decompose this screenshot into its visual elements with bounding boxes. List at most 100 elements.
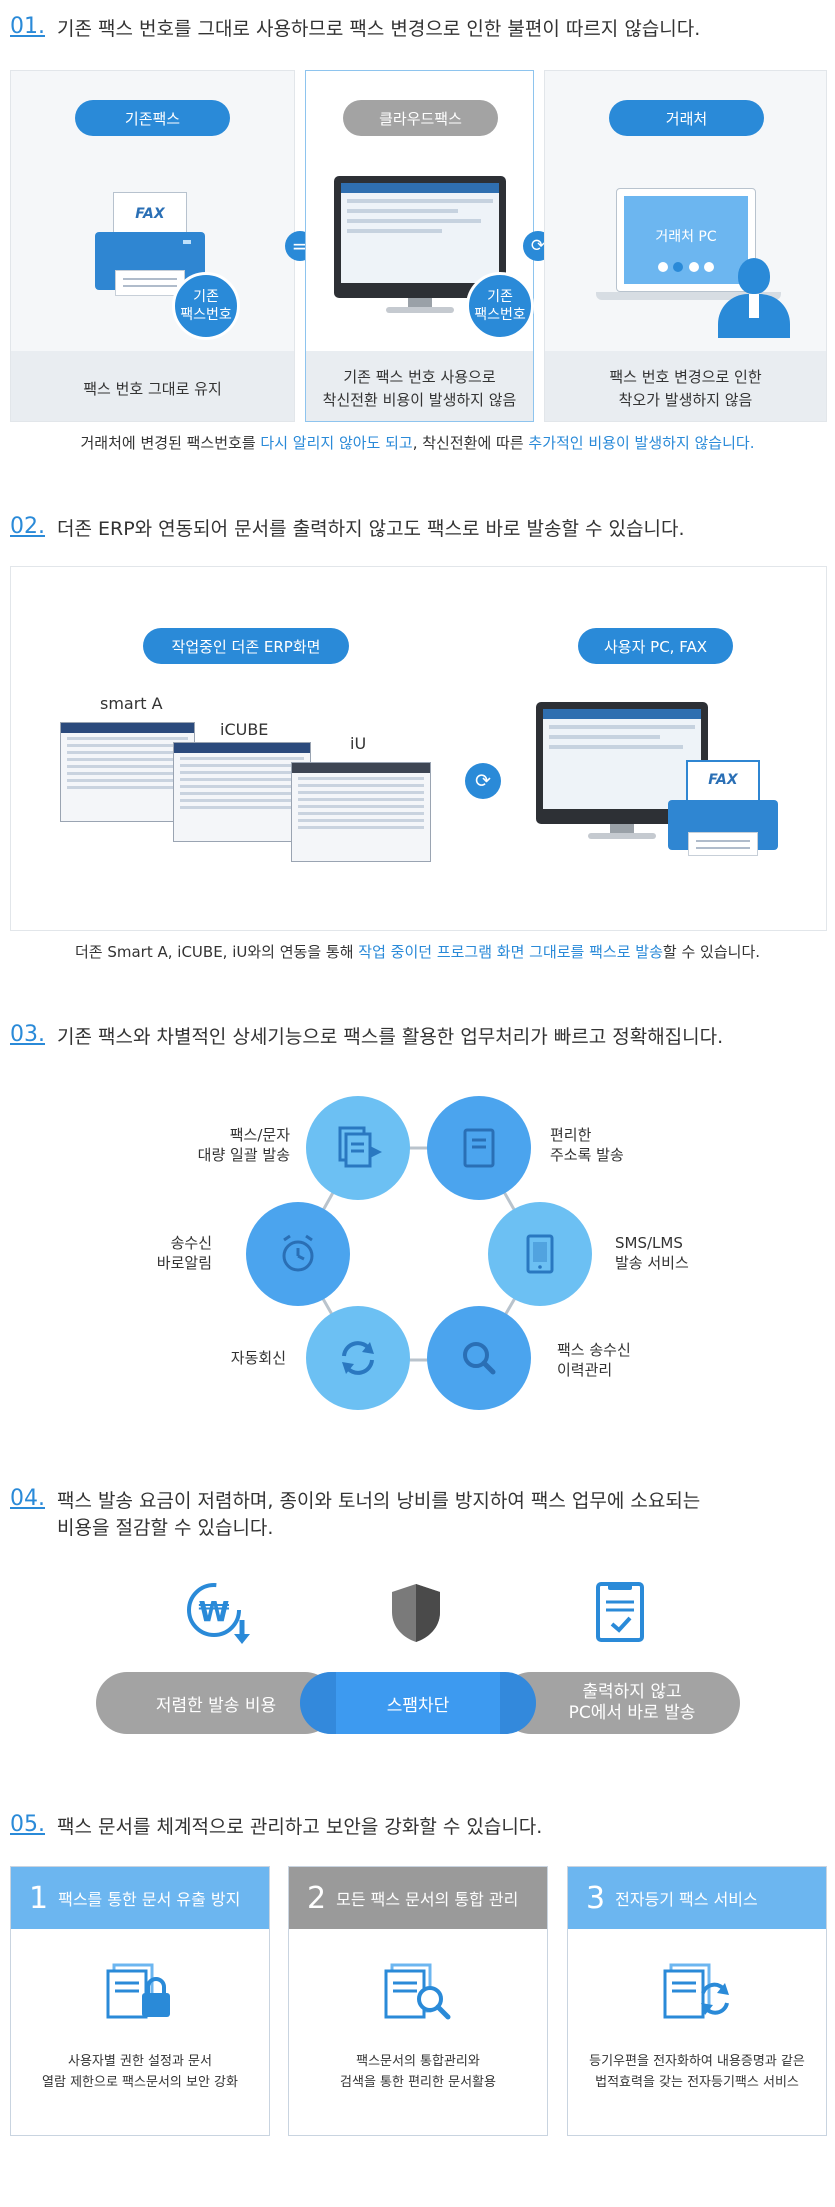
note-text: 할 수 있습니다.	[662, 943, 761, 961]
label-line: 발송 서비스	[615, 1254, 689, 1273]
section-5-header: 05. 팩스 문서를 체계적으로 관리하고 보안을 강화할 수 있습니다.	[10, 1812, 542, 1841]
section-number: 01.	[10, 14, 45, 39]
icube-screenshot	[173, 742, 311, 842]
cloud-fax-caption-area	[306, 351, 533, 421]
note-text: 더존 Smart A, iCUBE, iU와의 연동을 통해	[74, 943, 359, 961]
integrated-management-panel: 2 모든 팩스 문서의 통합 관리 팩스문서의 통합관리와 검색을 통한 편리한…	[288, 1866, 548, 2136]
fax-label: FAX	[708, 772, 738, 788]
description-line: 법적효력을 갖는 전자등기팩스 서비스	[595, 2074, 799, 2090]
section-title: 더존 ERP와 연동되어 문서를 출력하지 않고도 팩스로 바로 발송할 수 있…	[57, 518, 685, 540]
note-text: , 착신전환에 따른	[412, 434, 529, 452]
address-book-icon	[463, 1128, 495, 1168]
panel-description: 등기우편을 전자화하여 내용증명과 같은 법적효력을 갖는 전자등기팩스 서비스	[568, 2052, 826, 2094]
smart-a-label: smart A	[100, 694, 163, 713]
auto-reply-label: 자동회신	[230, 1349, 286, 1367]
section-title: 기존 팩스 번호를 그대로 사용하므로 팩스 변경으로 인한 불편이 따르지 않…	[57, 18, 701, 40]
caption-line-2: 착오가 발생하지 않음	[618, 391, 753, 410]
user-pc-fax-pill: 사용자 PC, FAX	[578, 628, 733, 664]
icube-label: iCUBE	[220, 720, 269, 739]
partner-caption: 팩스 번호 변경으로 인한 착오가 발생하지 않음	[544, 366, 827, 413]
partner-pc-label: 거래처 PC	[655, 229, 717, 245]
laptop-icon: 거래처 PC	[596, 188, 796, 306]
section-number: 03.	[10, 1022, 45, 1047]
existing-fax-caption: 팩스 번호 그대로 유지	[83, 380, 222, 398]
erp-screen-pill: 작업중인 더존 ERP화면	[143, 628, 349, 664]
address-book-node	[427, 1096, 531, 1200]
auto-reply-node	[306, 1306, 410, 1410]
section-2-note: 더존 Smart A, iCUBE, iU와의 연동을 통해 작업 중이던 프로…	[0, 941, 835, 962]
fax-label: FAX	[135, 206, 165, 222]
panel-title: 전자등기 팩스 서비스	[615, 1890, 758, 1909]
section-1-header: 01. 기존 팩스 번호를 그대로 사용하므로 팩스 변경으로 인한 불편이 따…	[10, 14, 700, 43]
address-book-label: 편리한 주소록 발송	[550, 1125, 670, 1166]
panel-title: 팩스를 통한 문서 유출 방지	[58, 1890, 241, 1909]
sync-icon: ⟳	[465, 763, 501, 799]
user-icon	[718, 258, 790, 338]
note-highlight: 작업 중이던 프로그램 화면 그대로를 팩스로 발송	[358, 943, 663, 961]
panel-number: 3	[586, 1880, 606, 1916]
monitor-icon	[334, 176, 506, 316]
fax-machine-icon: FAX	[668, 760, 778, 870]
iu-screenshot	[291, 762, 431, 862]
section-4-header: 04. 팩스 발송 요금이 저렴하며, 종이와 토너의 낭비를 방지하여 팩스 …	[10, 1486, 700, 1541]
label-line: 팩스/문자	[229, 1126, 290, 1144]
section-3-header: 03. 기존 팩스와 차별적인 상세기능으로 팩스를 활용한 업무처리가 빠르고…	[10, 1022, 723, 1051]
shield-icon	[392, 1584, 440, 1642]
alarm-clock-icon	[282, 1234, 314, 1272]
existing-fax-number-badge: 기존 팩스번호	[172, 272, 240, 340]
tablet-icon	[526, 1234, 554, 1274]
caption-line-1: 기존 팩스 번호 사용으로	[343, 368, 496, 386]
section-number: 04.	[10, 1486, 45, 1511]
bar-line: PC에서 바로 발송	[568, 1703, 696, 1723]
caption-line-2: 착신전환 비용이 발생하지 않음	[322, 391, 517, 410]
cloud-fax-caption: 기존 팩스 번호 사용으로 착신전환 비용이 발생하지 않음	[305, 366, 534, 413]
badge-text: 기존 팩스번호	[474, 288, 526, 323]
bulk-send-label: 팩스/문자 대량 일괄 발송	[180, 1125, 290, 1166]
low-cost-bar: 저렴한 발송 비용	[96, 1672, 336, 1734]
description-line: 검색을 통한 편리한 문서활용	[340, 2074, 496, 2090]
sms-lms-label: SMS/LMS 발송 서비스	[615, 1233, 725, 1274]
smart-a-screenshot	[60, 722, 195, 822]
description-line: 등기우편을 전자화하여 내용증명과 같은	[589, 2054, 805, 2069]
label-line: 바로알림	[156, 1254, 212, 1273]
label-line: 주소록 발송	[550, 1146, 624, 1165]
panel-description: 팩스문서의 통합관리와 검색을 통한 편리한 문서활용	[289, 2052, 547, 2094]
existing-fax-pill: 기존팩스	[75, 100, 230, 136]
history-node	[427, 1306, 531, 1410]
document-sync-icon	[663, 1963, 729, 2019]
section-title: 팩스 발송 요금이 저렴하며, 종이와 토너의 낭비를 방지하여 팩스 업무에 …	[57, 1486, 700, 1541]
label-line: 송수신	[170, 1234, 212, 1252]
svg-text:₩: ₩	[199, 1595, 230, 1628]
partner-pill: 거래처	[609, 100, 764, 136]
label-line: 이력관리	[557, 1361, 613, 1380]
bulk-send-node	[306, 1096, 410, 1200]
description-line: 열람 제한으로 팩스문서의 보안 강화	[42, 2074, 238, 2090]
spam-block-bar: 스팸차단	[300, 1672, 536, 1734]
label-line: 대량 일괄 발송	[197, 1146, 290, 1165]
caption-line-1: 팩스 번호 변경으로 인한	[609, 368, 762, 386]
title-line-2: 비용을 절감할 수 있습니다.	[57, 1516, 274, 1539]
note-text: 거래처에 변경된 팩스번호를	[80, 434, 261, 452]
registered-fax-panel: 3 전자등기 팩스 서비스 등기우편을 전자화하여 내용증명과 같은 법적효력을…	[567, 1866, 827, 2136]
title-line-1: 팩스 발송 요금이 저렴하며, 종이와 토너의 낭비를 방지하여 팩스 업무에 …	[57, 1490, 701, 1512]
badge-text: 기존 팩스번호	[180, 288, 232, 323]
won-down-icon: ₩	[187, 1583, 250, 1644]
sms-lms-node	[488, 1202, 592, 1306]
section-number: 02.	[10, 514, 45, 539]
leak-prevention-panel: 1 팩스를 통한 문서 유출 방지 사용자별 권한 설정과 문서 열람 제한으로…	[10, 1866, 270, 2136]
description-line: 팩스문서의 통합관리와	[356, 2054, 480, 2069]
panel-title: 모든 팩스 문서의 통합 관리	[336, 1890, 519, 1909]
section-1-note: 거래처에 변경된 팩스번호를 다시 알리지 않아도 되고, 착신전환에 따른 추…	[0, 432, 835, 453]
panel-number: 1	[29, 1880, 49, 1916]
section-number: 05.	[10, 1812, 45, 1837]
magnifier-icon	[463, 1342, 496, 1375]
section-2-header: 02. 더존 ERP와 연동되어 문서를 출력하지 않고도 팩스로 바로 발송할…	[10, 514, 685, 543]
bar-line: 출력하지 않고	[582, 1681, 682, 1702]
iu-label: iU	[350, 734, 367, 753]
section-title: 기존 팩스와 차별적인 상세기능으로 팩스를 활용한 업무처리가 빠르고 정확해…	[57, 1026, 724, 1048]
label-line: 편리한	[550, 1126, 592, 1144]
label-line: SMS/LMS	[615, 1234, 683, 1252]
description-line: 사용자별 권한 설정과 문서	[68, 2054, 212, 2069]
auto-reply-icon	[342, 1341, 374, 1375]
existing-fax-caption-area	[11, 351, 294, 421]
